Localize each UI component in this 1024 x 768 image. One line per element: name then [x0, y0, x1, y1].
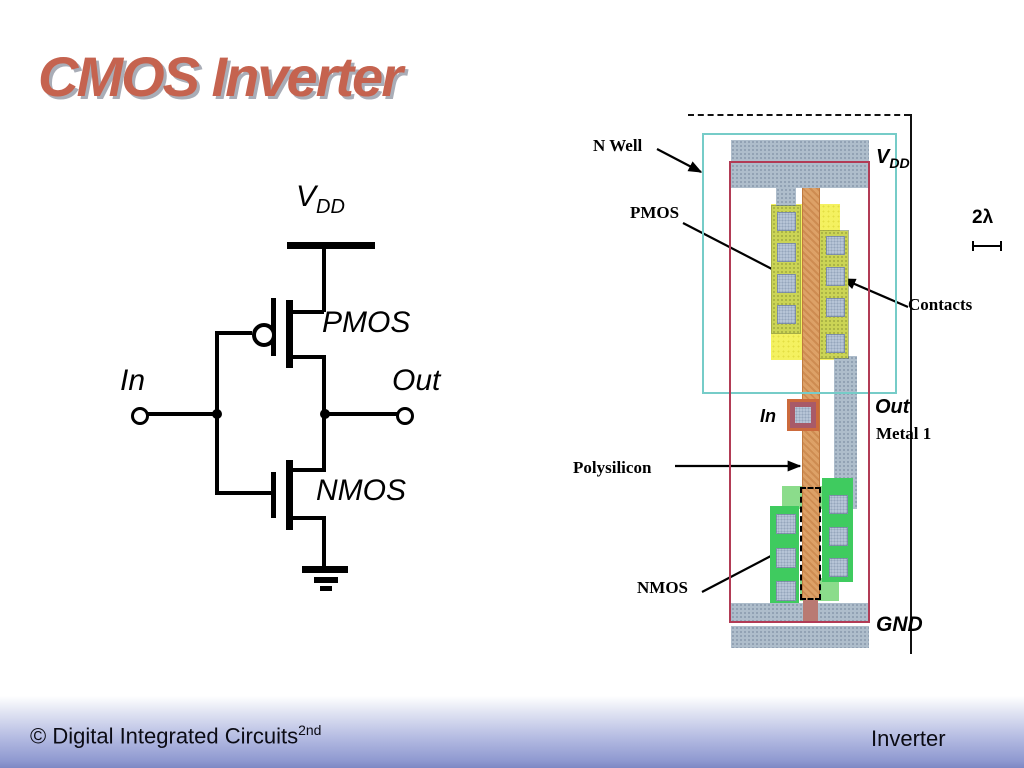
contact-square [826, 334, 845, 353]
vdd-rail-bar [287, 242, 375, 249]
schematic-vdd-sub: DD [316, 196, 345, 218]
nmos-channel-bar [286, 460, 293, 530]
contact-square [826, 267, 845, 286]
ground-bar-2 [314, 577, 338, 583]
pmos-channel-bar [286, 300, 293, 368]
layout-contacts-label: Contacts [908, 295, 973, 314]
polysilicon-strip [802, 188, 820, 600]
footer-copyright-sup: 2nd [298, 722, 322, 738]
slide-title: CMOS Inverter [38, 45, 403, 108]
vdd-to-pmos-wire [322, 249, 326, 312]
nmos-gate-bar [271, 472, 276, 518]
footer-slide-topic: Inverter [871, 726, 946, 751]
output-terminal-circle [396, 407, 414, 425]
cell-boundary-vertical-line [910, 114, 912, 654]
output-junction-dot [320, 409, 330, 419]
input-terminal-circle [131, 407, 149, 425]
contact-square [829, 558, 848, 577]
gnd-metal-rail-upper [731, 603, 869, 622]
vdd-metal-rail [731, 140, 869, 188]
in-contact [787, 399, 819, 431]
layout-gnd-label: GND [876, 613, 923, 636]
lambda-dimension-label: 2λ [972, 207, 994, 228]
pselect-outline [729, 161, 870, 623]
schematic-nmos-label: NMOS [316, 474, 406, 507]
layout-vdd-label: VDD [876, 146, 910, 171]
schematic-pmos-label: PMOS [322, 306, 411, 339]
lambda-dimension-bracket [972, 241, 1002, 251]
gnd-metal-rail-lower [731, 626, 869, 648]
layout-pmos-label: PMOS [630, 203, 680, 222]
lambda-dimension-bracket-line [974, 245, 1000, 247]
layout-nwell-label: N Well [593, 136, 643, 155]
in-contact-ring [790, 402, 816, 428]
nmos-drain-wire [291, 468, 324, 472]
footer-bar: © Digital Integrated Circuits2nd Inverte… [0, 696, 1024, 768]
contact-square [829, 527, 848, 546]
nmos-source-wire [291, 516, 324, 520]
layout-in-label: In [760, 406, 776, 426]
schematic-vdd-main: V [296, 180, 317, 213]
layout-polysilicon-label: Polysilicon [573, 458, 652, 477]
out-metal1-strip [834, 356, 857, 509]
layout-metal1-label: Metal 1 [876, 424, 932, 443]
contact-square [777, 305, 796, 324]
layout-vdd-sub: DD [889, 155, 910, 171]
contact-square [776, 514, 796, 534]
footer-copyright: © Digital Integrated Circuits2nd [30, 722, 321, 749]
nwell-arrow [656, 148, 703, 173]
input-wire [138, 412, 217, 416]
layout-out-label: Out [875, 396, 910, 418]
contact-square [826, 236, 845, 255]
schematic-in-label: In [120, 364, 146, 397]
ground-bar-1 [302, 566, 348, 573]
vdd-metal-stem [776, 188, 796, 206]
contact-square [829, 495, 848, 514]
polysilicon-bottom-stub [803, 600, 818, 623]
ground-vertical-wire [322, 516, 326, 568]
nmos-gate-dashed-outline [800, 487, 821, 600]
layout-vdd-main: V [876, 146, 890, 168]
nmos-gate-wire [217, 491, 271, 495]
pmos-source-wire [291, 310, 324, 314]
layout-nmos-label: NMOS [637, 578, 688, 597]
output-wire [326, 412, 397, 416]
input-junction-dot [212, 409, 222, 419]
schematic-vdd-label: VDD [296, 180, 345, 219]
schematic-out-label: Out [392, 364, 441, 397]
pmos-gate-wire [217, 331, 252, 335]
cell-boundary-dashed-line [688, 114, 910, 116]
pmos-drain-wire [291, 355, 324, 359]
ground-bar-3 [320, 586, 332, 591]
pmos-inversion-bubble [252, 323, 276, 347]
footer-copyright-text: © Digital Integrated Circuits [30, 723, 299, 749]
in-contact-core [795, 407, 811, 423]
